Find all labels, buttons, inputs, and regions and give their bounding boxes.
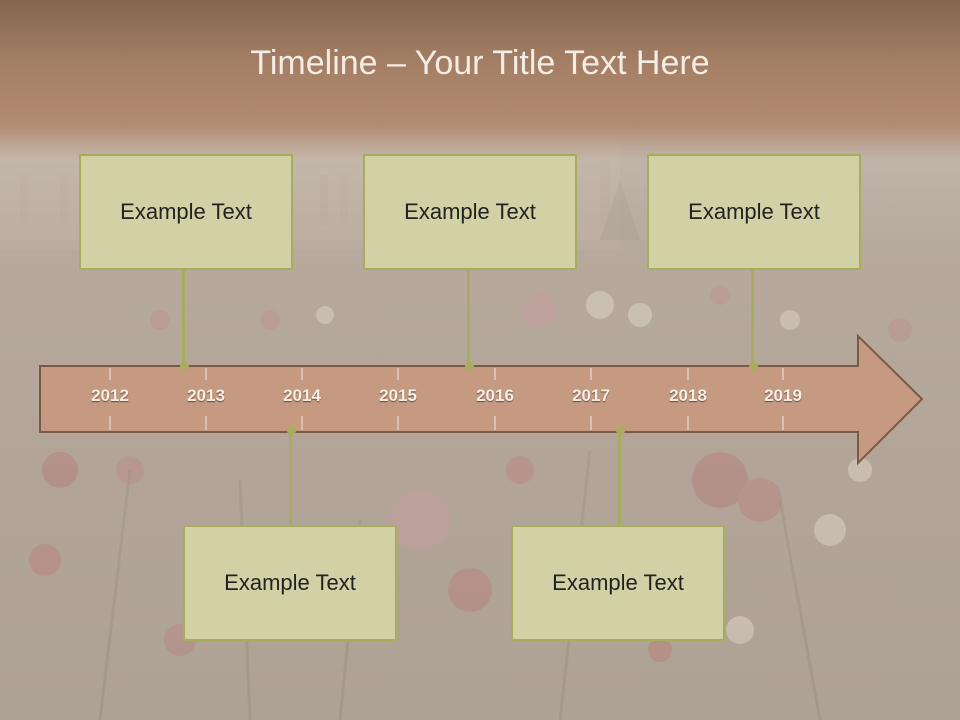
milestone-dot (180, 362, 189, 371)
year-label: 2014 (283, 386, 321, 405)
page-title: Timeline – Your Title Text Here (250, 44, 710, 82)
year-label: 2019 (764, 386, 802, 405)
year-label: 2017 (572, 386, 610, 405)
milestone-dot (287, 426, 296, 435)
connector-line (618, 428, 621, 528)
year-labels: 2012 2013 2014 2015 2016 2017 2018 2019 (0, 386, 960, 410)
milestone-box[interactable]: Example Text (183, 525, 397, 641)
year-label: 2012 (91, 386, 129, 405)
connector-line (467, 268, 470, 366)
milestone-dot (616, 426, 625, 435)
year-label: 2015 (379, 386, 417, 405)
year-label: 2018 (669, 386, 707, 405)
milestone-dot (749, 362, 758, 371)
milestone-box[interactable]: Example Text (79, 154, 293, 270)
connector-line (289, 428, 292, 528)
title-band (0, 0, 960, 160)
milestone-box[interactable]: Example Text (511, 525, 725, 641)
connector-line (182, 268, 185, 366)
year-label: 2016 (476, 386, 514, 405)
connector-line (751, 268, 754, 366)
milestone-box[interactable]: Example Text (647, 154, 861, 270)
milestone-box[interactable]: Example Text (363, 154, 577, 270)
milestone-dot (465, 362, 474, 371)
year-label: 2013 (187, 386, 225, 405)
